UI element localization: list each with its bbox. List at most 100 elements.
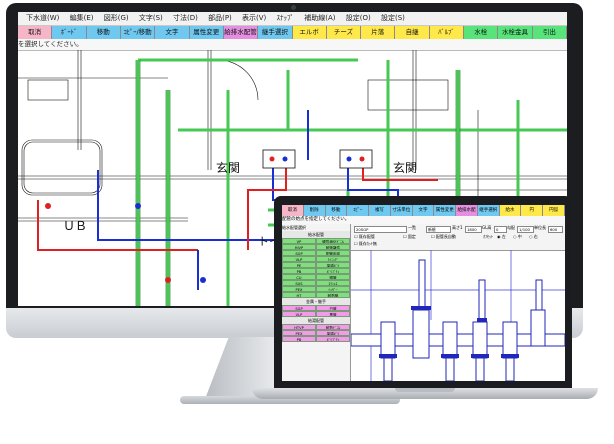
toolbar-button[interactable]: 引出	[532, 26, 567, 39]
monitor-foot	[180, 396, 400, 404]
menu-item[interactable]: 下水道(W)	[26, 14, 60, 22]
pipe-group-header: 給湯配管	[282, 317, 350, 324]
toolbar-button[interactable]: ｺﾋﾟｰ	[347, 205, 370, 216]
pipe-type-cell: HT	[282, 292, 316, 298]
menu-item[interactable]: 補助線(A)	[304, 14, 336, 22]
room-label: 玄関	[216, 160, 240, 175]
pipe-type-cell: 耐衝撃性	[316, 244, 350, 250]
room-label: 玄関	[393, 160, 417, 175]
mode-select[interactable]: 新規	[426, 226, 451, 233]
pipe-type-cell: 白管	[316, 305, 350, 311]
toolbar-button[interactable]: 文字	[412, 205, 435, 216]
laptop-base	[252, 388, 598, 399]
pipe-type-cell: SUS	[282, 280, 316, 286]
laptop-screen: 取消削除移動ｺﾋﾟｰ複写寸法単位文字属性変更給排水配継手選択給水円円弧 配管の始…	[282, 205, 565, 381]
toolbar-button[interactable]: 取消	[18, 26, 53, 39]
pipe-type-cell: ﾎﾟﾘﾌﾞﾃﾝ	[316, 268, 350, 274]
menu-item[interactable]: 設定(O)	[345, 14, 371, 22]
water-heater-box	[262, 149, 296, 169]
pipe-type-cell: VLP	[282, 311, 316, 317]
toolbar-button[interactable]: エルボ	[292, 26, 327, 39]
toolbar-button[interactable]: 給排水配管	[223, 26, 259, 39]
menu-bar: 下水道(W) 編集(E) 図形(G) 文字(S) 寸法(D) 部品(P) 表示(…	[18, 12, 567, 26]
pipe-type-cell: 耐熱ﾋﾞﾆﾙ	[316, 324, 350, 330]
height-field[interactable]: 1800	[465, 226, 482, 233]
menu-item[interactable]: 寸法(D)	[173, 14, 198, 22]
pipe-type-cell: VLP	[282, 256, 316, 262]
toolbar-button[interactable]: 継手選択	[477, 205, 500, 216]
toolbar-button[interactable]: 水栓	[464, 26, 499, 39]
toolbar-button[interactable]: ﾎﾞｰﾄﾞ	[52, 26, 87, 39]
toolbar-button[interactable]: 取消	[282, 205, 304, 216]
pipe-type-cell: HTVP	[282, 324, 316, 330]
existing-pipe-checkbox[interactable]: ☐ 既存配管	[354, 234, 375, 239]
toolbar-button[interactable]: ﾊﾞﾙﾌﾞ	[429, 26, 465, 39]
desktop-screen: 下水道(W) 編集(E) 図形(G) 文字(S) 寸法(D) 部品(P) 表示(…	[18, 12, 567, 306]
grade-label: GL高	[482, 225, 492, 230]
toolbar-button[interactable]: 円	[521, 205, 544, 216]
pipe-type-cell: PE	[282, 262, 316, 268]
pipe-type-cell: 硬質塩化ﾋﾞﾆﾙ	[316, 238, 350, 244]
menu-item[interactable]: 設定(S)	[380, 14, 405, 22]
webcam	[291, 5, 296, 10]
laptop-notch	[395, 388, 455, 392]
pipe-type-cell: ﾍｯﾀﾞｰ	[316, 286, 350, 292]
toolbar-button[interactable]: 移動	[86, 26, 121, 39]
toolbar-button[interactable]: 属性変更	[434, 205, 457, 216]
toolbar-button[interactable]: 給排水配	[456, 205, 478, 216]
unit-length-field[interactable]: 600	[548, 226, 563, 233]
menu-item[interactable]: 文字(S)	[138, 14, 163, 22]
toolbar-button[interactable]: 文字	[155, 26, 190, 39]
command-toolbar: 取消ﾎﾞｰﾄﾞ移動ｺﾋﾟｰ/移動文字属性変更給排水配管継手選択エルボチーズ片落自…	[18, 26, 567, 39]
auto-length-checkbox[interactable]: ☐ 配管長自動	[431, 234, 456, 239]
menu-item[interactable]: 表示(V)	[242, 14, 267, 22]
toolbar-button[interactable]: ｺﾋﾟｰ/移動	[120, 26, 156, 39]
offset-center-radio[interactable]: ○ 中	[513, 234, 522, 239]
toolbar-button[interactable]: 削除	[303, 205, 326, 216]
offset-right-radio[interactable]: ○ 右	[529, 234, 538, 239]
pipe-type-cell: SGP	[282, 250, 316, 256]
offset-left-radio[interactable]: ◉ 左	[497, 234, 506, 239]
toolbar-button[interactable]: チーズ	[326, 26, 362, 39]
manifold-drawing[interactable]	[351, 250, 565, 381]
menu-item[interactable]: 編集(E)	[69, 14, 94, 22]
method-button[interactable]: 一覧	[408, 225, 416, 230]
no-cut-checkbox[interactable]: ☐ 既存ｶｯﾄ無	[354, 241, 377, 246]
pipe-input[interactable]: 20SGP	[354, 226, 407, 233]
toolbar-button[interactable]: 寸法単位	[390, 205, 413, 216]
toolbar-button[interactable]: 円弧	[543, 205, 565, 216]
pipe-type-cell: 銅管	[316, 274, 350, 280]
toolbar-button[interactable]: 自継	[395, 26, 430, 39]
toolbar-button[interactable]: 水栓金具	[498, 26, 533, 39]
menu-item[interactable]: 図形(G)	[103, 14, 129, 22]
menu-item[interactable]: ｽﾅｯﾌﾟ	[276, 14, 295, 22]
slope-field[interactable]: 1/100	[517, 226, 534, 233]
grade-field[interactable]: 0	[494, 226, 507, 233]
toolbar-button[interactable]: 移動	[325, 205, 348, 216]
pipe-type-cell: SGP	[282, 305, 316, 311]
toolbar-button[interactable]: 属性変更	[189, 26, 224, 39]
pipe-type-cell: ｽﾃﾝﾚｽ	[316, 280, 350, 286]
command-prompt: を選択してください。	[18, 39, 567, 51]
toolbar-button[interactable]: 複写	[369, 205, 391, 216]
toolbar-button[interactable]: 片落	[361, 26, 396, 39]
fixed-checkbox[interactable]: ☐ 固定	[403, 234, 416, 239]
menu-item[interactable]: 部品(P)	[208, 14, 232, 22]
toolbar-button[interactable]: 継手選択	[258, 26, 293, 39]
toolbar-button[interactable]: 給水	[499, 205, 522, 216]
